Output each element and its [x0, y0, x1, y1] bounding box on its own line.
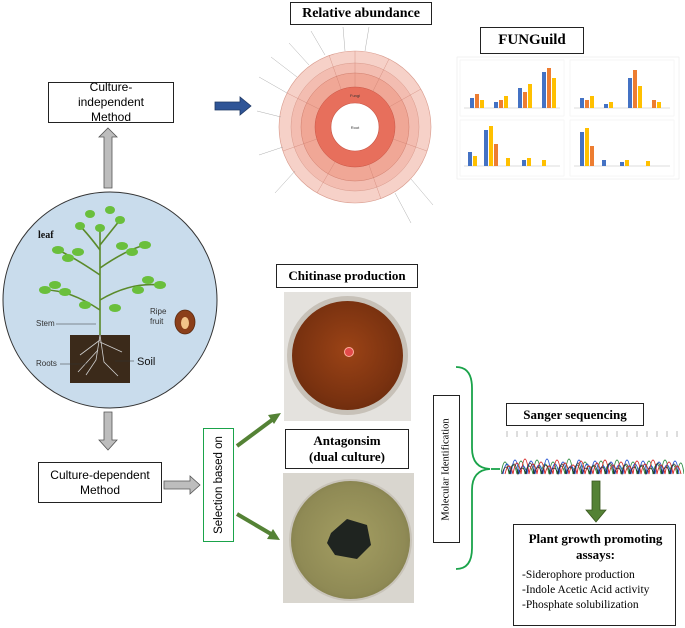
soil-label: Soil [137, 356, 155, 368]
selection-box: Selection based on [203, 428, 234, 542]
sanger-chromatogram [501, 428, 684, 478]
molecular-bracket [455, 366, 491, 570]
selection-label: Selection based on [212, 436, 225, 534]
antagonism-title: Antagonsim (dual culture) [285, 429, 409, 469]
arrow-to-antagonism [235, 512, 280, 540]
roots-label: Roots [36, 359, 57, 368]
krona-inner-label: Fungi [350, 93, 360, 98]
funguild-charts [456, 56, 680, 180]
chitinase-colony [344, 347, 354, 357]
funguild-title: FUNGuild [480, 27, 584, 54]
krona-center-label: Root [351, 125, 360, 130]
arrow-right-to-selection [163, 475, 201, 495]
funguild-panel-d [569, 119, 675, 177]
funguild-panel-c [459, 119, 565, 177]
arrow-sanger-to-pgp [585, 480, 607, 523]
antagonism-colony [327, 519, 371, 559]
culture-dependent-box: Culture-dependent Method [38, 462, 162, 503]
ripe-fruit-icon [174, 309, 196, 335]
stem-label: Stem [36, 319, 55, 328]
plant-circle [2, 191, 218, 409]
culture-dependent-label: Culture-dependent Method [50, 467, 150, 497]
pgp-item-iaa: -Indole Acetic Acid activity [522, 584, 650, 596]
funguild-panel-a [459, 59, 565, 117]
arrow-up-to-culture-independent [98, 127, 118, 189]
relative-abundance-title: Relative abundance [290, 2, 432, 25]
culture-independent-label: Culture-independent Method [77, 80, 145, 124]
funguild-panel-b [569, 59, 675, 117]
pgp-box: Plant growth promoting assays: -Sideroph… [513, 524, 676, 626]
chitinase-photo [284, 292, 411, 421]
pgp-title: Plant growth promoting assays: [528, 531, 663, 562]
molecular-label: Molecular Identification [441, 417, 452, 521]
arrow-right-to-krona [214, 96, 252, 116]
antagonism-line1: Antagonsim [313, 433, 381, 448]
soil-block [70, 335, 130, 383]
arrow-down-to-culture-dependent [98, 411, 118, 451]
arrow-to-chitinase [235, 413, 281, 448]
pgp-list: -Siderophore production -Indole Acetic A… [522, 568, 669, 613]
ripe-fruit-label-2: fruit [150, 317, 164, 326]
leaf-label: leaf [38, 230, 54, 241]
krona-chart: Root Fungi [256, 26, 434, 224]
sanger-title: Sanger sequencing [506, 403, 644, 426]
antagonism-plate [289, 479, 412, 601]
chitinase-title: Chitinase production [276, 264, 418, 288]
antagonism-line2: (dual culture) [309, 449, 385, 464]
antagonism-photo [283, 473, 414, 603]
pgp-item-siderophore: -Siderophore production [522, 569, 635, 581]
molecular-box: Molecular Identification [433, 395, 460, 543]
ripe-fruit-label-1: Ripe [150, 307, 167, 316]
plant-illustration: leaf Stem Ripe fruit Roots Soil [2, 191, 218, 409]
pgp-item-phosphate: -Phosphate solubilization [522, 599, 639, 611]
culture-independent-box: Culture-independent Method [48, 80, 174, 124]
